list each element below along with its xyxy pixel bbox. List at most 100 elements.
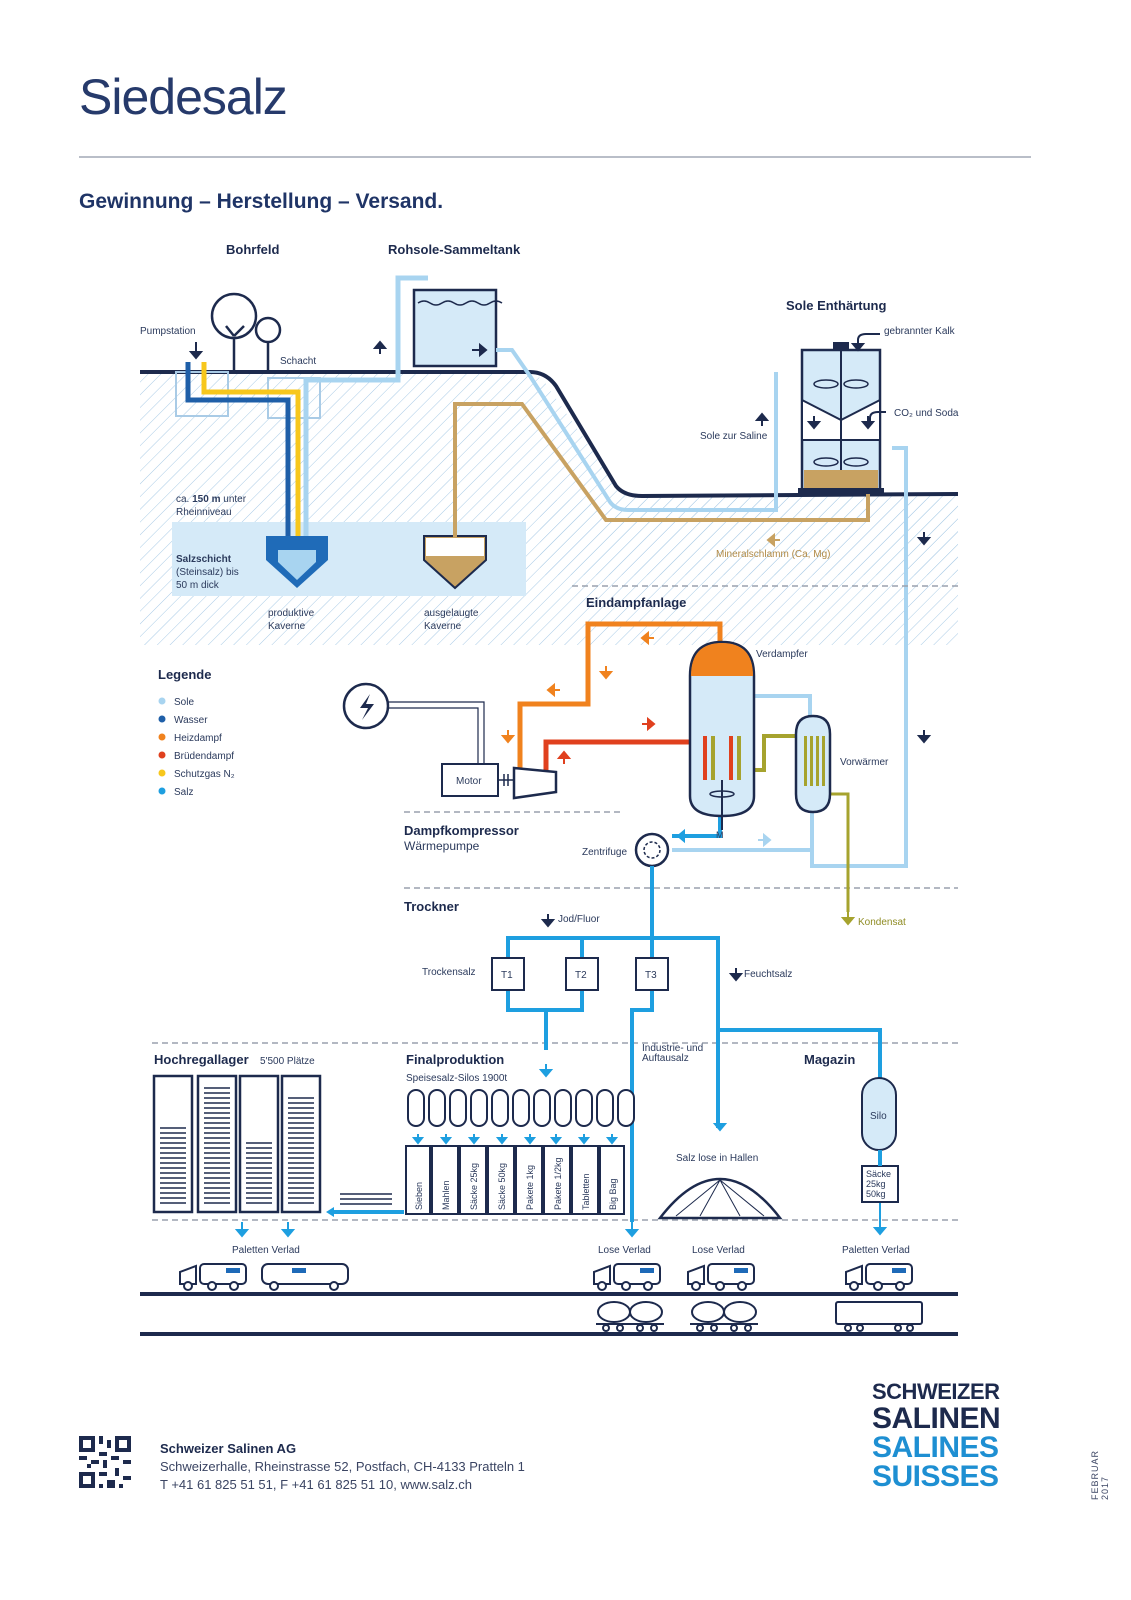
leached-cavern-top — [426, 538, 484, 556]
label-lose-verlad-1: Lose Verlad — [598, 1245, 651, 1256]
footer-address: Schweizerhalle, Rheinstrasse 52, Postfac… — [160, 1459, 525, 1474]
label-paletten-verlad-left: Paletten Verlad — [232, 1245, 300, 1256]
label-pumpstation: Pumpstation — [140, 326, 196, 337]
rail-wagon-icon — [596, 1301, 923, 1332]
final-product-label: Big Bag — [608, 1178, 618, 1210]
salt-layer-right — [540, 500, 958, 575]
label-paletten-verlad-right: Paletten Verlad — [842, 1245, 910, 1256]
sole-pipe-to-enthaertung — [496, 348, 778, 512]
heading-hochregallager: Hochregallager — [154, 1052, 249, 1067]
label-rheinniveau: Rheinniveau — [176, 507, 232, 518]
tree-icon — [210, 292, 282, 372]
tank-water-line — [417, 300, 503, 306]
final-product-label: Mahlen — [441, 1180, 451, 1210]
label-feuchtsalz: Feuchtsalz — [744, 969, 792, 980]
label-produktive-kaverne: Kaverne — [268, 621, 306, 632]
heading-eindampfanlage: Eindampfanlage — [586, 595, 686, 610]
final-product-label: Säcke 25kg — [469, 1163, 479, 1210]
label-vorwaermer: Vorwärmer — [840, 757, 889, 768]
label-lose-verlad-2: Lose Verlad — [692, 1245, 745, 1256]
productive-cavern-inner — [278, 550, 316, 580]
final-product-label: Säcke 50kg — [497, 1163, 507, 1210]
compressor-icon — [512, 766, 558, 800]
label-silo: Silo — [870, 1111, 887, 1122]
final-product-label: Pakete 1/2kg — [553, 1157, 563, 1210]
heizdampf-pipe — [517, 621, 723, 770]
final-product-label: Pakete 1kg — [525, 1165, 535, 1210]
footer-contact: T +41 61 825 51 51, F +41 61 825 51 10, … — [160, 1477, 472, 1492]
power-cable — [388, 701, 485, 764]
label-gebrannter-kalk: gebrannter Kalk — [884, 326, 956, 337]
flow-arrows-top — [188, 333, 932, 744]
zentrifuge-icon — [634, 832, 670, 868]
magazin-saecke — [861, 1165, 899, 1203]
truck-icon — [179, 1263, 913, 1291]
heading-dampfkompressor: Dampfkompressor — [404, 823, 519, 838]
section-separators — [152, 585, 958, 1221]
label-steinsalz: (Steinsalz) bis — [176, 567, 239, 578]
legend-dot — [158, 787, 166, 795]
mineralschlamm-pipe — [453, 402, 870, 538]
label-trockensalz: Trockensalz — [422, 967, 476, 978]
heading-trockner: Trockner — [404, 899, 459, 914]
final-product-label: Tabletten — [581, 1173, 591, 1210]
final-product-boxes — [405, 1145, 625, 1215]
wasser-pipe — [185, 362, 291, 545]
enthaertung-reactor — [798, 342, 884, 494]
legend-label: Wasser — [174, 715, 208, 726]
trockner-t3 — [635, 957, 669, 991]
sole-pipe-zentrifuge — [672, 812, 814, 852]
legend-label: Schutzgas N₂ — [174, 769, 235, 780]
salt-dome — [657, 1177, 783, 1220]
lager-arrow — [326, 1207, 334, 1217]
label-saecke-1: Säcke — [866, 1169, 891, 1179]
legend-label: Brüdendampf — [174, 751, 234, 762]
hochregallager-pallets — [160, 1087, 392, 1205]
brand-line: SALINEN — [872, 1402, 1001, 1435]
date-label: FEBRUAR 2017 — [1090, 1449, 1110, 1500]
brand-line: SALINES — [872, 1431, 999, 1464]
mineralschlamm-arrow — [766, 532, 780, 548]
road-line — [140, 1292, 958, 1296]
legend-label: Salz — [174, 787, 193, 798]
heading-hochregallager-sub: 5'500 Plätze — [260, 1056, 315, 1067]
label-ausgelaugte-kaverne: Kaverne — [424, 621, 462, 632]
label-ausgelaugte: ausgelaugte — [424, 608, 479, 619]
hochregallager-racks — [152, 1074, 322, 1214]
label-salzschicht: Salzschicht — [176, 554, 232, 565]
legend-dot — [158, 733, 166, 741]
brand-logo: SCHWEIZER SALINEN SALINES SUISSES — [872, 1380, 1001, 1492]
power-source-icon — [342, 682, 390, 730]
legend-dot — [158, 769, 166, 777]
sole-pipe-vorwaermer — [752, 694, 812, 716]
page-title: Siedesalz — [79, 69, 288, 125]
label-t2: T2 — [575, 970, 587, 981]
label-zentrifuge: Zentrifuge — [582, 847, 627, 858]
dome-ribs — [675, 1179, 765, 1217]
label-motor: Motor — [456, 776, 482, 787]
title-divider — [79, 156, 1031, 158]
verdampfer — [688, 640, 756, 830]
label-sole-zur-saline: Sole zur Saline — [700, 431, 768, 442]
zentrifuge-inner — [643, 841, 661, 859]
heading-bohrfeld: Bohrfeld — [226, 242, 280, 257]
label-produktive: produktive — [268, 608, 315, 619]
label-dick: 50 m dick — [176, 580, 220, 591]
label-auftausalz: Auftausalz — [642, 1053, 689, 1064]
label-industrie: Industrie- und — [642, 1043, 703, 1054]
label-jod-fluor: Jod/Fluor — [558, 914, 600, 925]
terrain-line — [140, 370, 959, 499]
sole-pipe-bohrfeld — [303, 275, 428, 545]
legend-title: Legende — [158, 667, 211, 682]
label-saecke-3: 50kg — [866, 1189, 886, 1199]
compressor-shaft — [498, 774, 514, 786]
heading-sole-enthaertung: Sole Enthärtung — [786, 298, 886, 313]
legend-label: Heizdampf — [174, 733, 222, 744]
eindampf-arrows — [500, 630, 856, 926]
kondensat-out-pipe — [830, 792, 850, 912]
final-product-label: Sieben — [414, 1182, 424, 1210]
label-m: M — [716, 830, 724, 840]
speisesalz-silos — [407, 1089, 635, 1127]
qr-code-icon[interactable] — [79, 1436, 131, 1488]
